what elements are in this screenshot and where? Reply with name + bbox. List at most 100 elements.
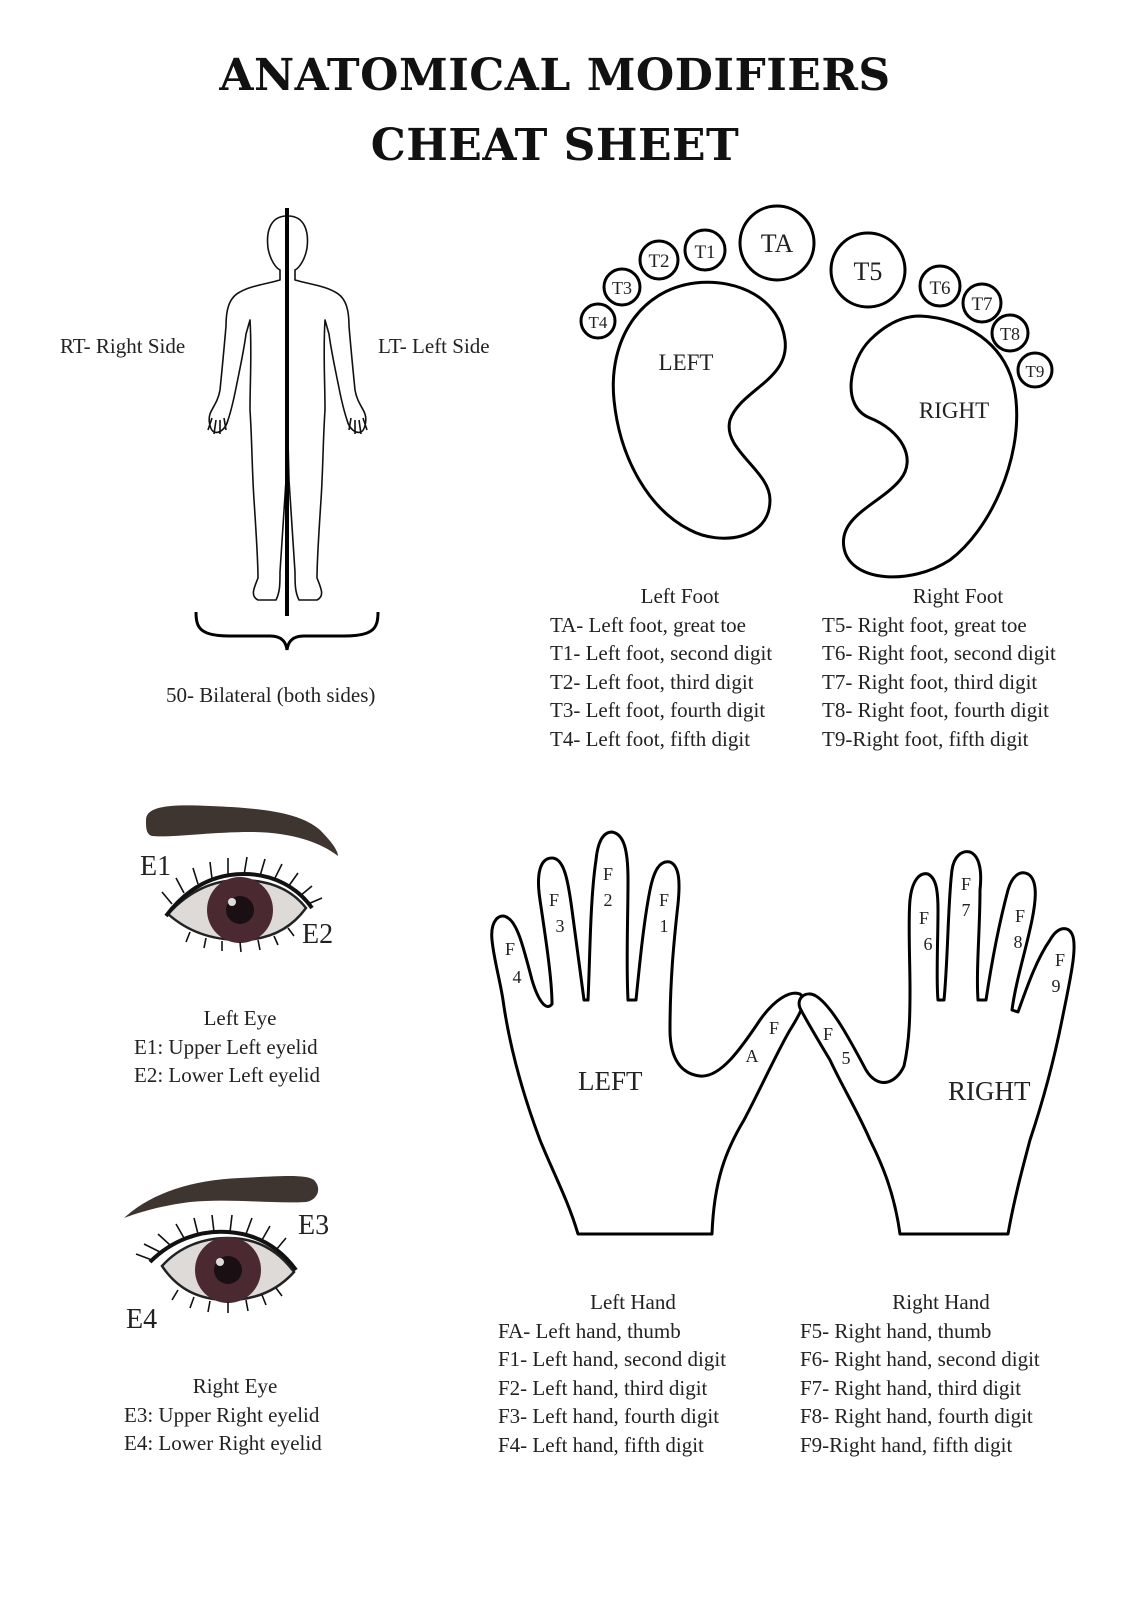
left-hand-legend-row: F1- Left hand, second digit (498, 1347, 727, 1371)
left-hand-legend: Left Hand FA- Left hand, thumb F1- Left … (498, 1288, 768, 1459)
right-foot-legend-row: T8- Right foot, fourth digit (822, 698, 1049, 722)
left-hand-label: LEFT (578, 1066, 643, 1096)
eye-label-e3: E3 (298, 1210, 329, 1241)
finger-fa-label-num: A (746, 1046, 759, 1066)
right-foot-label: RIGHT (919, 398, 989, 423)
right-eye-illustration (124, 1176, 319, 1313)
left-eye-legend-row: E2: Lower Left eyelid (134, 1063, 321, 1087)
finger-f2-label-num: 2 (604, 890, 613, 910)
left-foot-legend-row: T1- Left foot, second digit (550, 641, 773, 665)
left-hand (490, 830, 805, 1236)
toe-t2 (638, 239, 680, 281)
left-foot-legend-row: T2- Left foot, third digit (550, 669, 754, 694)
toe-t6 (918, 264, 962, 308)
page-title-line1: ANATOMICAL MODIFIERS (219, 50, 891, 101)
right-eye-legend-row: E4: Lower Right eyelid (124, 1431, 322, 1455)
hands-diagram (490, 830, 1076, 1236)
left-foot (611, 280, 787, 540)
left-foot-legend-heading: Left Foot (640, 584, 720, 608)
right-eye-legend-heading: Right Eye (192, 1374, 278, 1398)
right-foot-legend-row: T5- Right foot, great toe (822, 612, 1027, 637)
finger-f9-label-num: 9 (1052, 976, 1061, 996)
right-side-label: RT- Right Side (60, 334, 186, 358)
hands-labels: LEFT RIGHT F 4 F 3 F 2 F 1 F A F 5 F 6 F… (505, 864, 1065, 1106)
left-hand-legend-row: F4- Left hand, fifth digit (498, 1432, 704, 1457)
right-hand-legend-heading: Right Hand (892, 1290, 990, 1314)
eye-label-e2: E2 (302, 919, 333, 950)
finger-f8-label-top: F (1015, 906, 1025, 926)
toe-label-t6: T6 (929, 278, 950, 299)
left-foot-legend: Left Foot TA- Left foot, great toe T1- L… (550, 582, 810, 753)
toe-label-t4: T4 (589, 313, 608, 332)
finger-f5-label-top: F (823, 1024, 833, 1044)
page-title-line2: CHEAT SHEET (370, 120, 740, 171)
finger-f6-label-top: F (919, 908, 929, 928)
right-hand-legend-row: F8- Right hand, fourth digit (800, 1404, 1033, 1428)
eye-label-e4: E4 (126, 1304, 157, 1335)
right-foot-legend: Right Foot T5- Right foot, great toe T6-… (822, 582, 1094, 753)
right-eyebrow (124, 1176, 319, 1218)
toe-label-t5: T5 (854, 257, 883, 286)
left-hand-legend-row: FA- Left hand, thumb (498, 1318, 681, 1343)
toe-label-ta: TA (761, 229, 794, 258)
toe-t1 (683, 228, 727, 272)
finger-f2-label-top: F (603, 864, 613, 884)
feet-labels: LEFT RIGHT TA T1 T2 T3 T4 T5 T6 T7 T8 T9 (589, 229, 1045, 423)
finger-f8-label-num: 8 (1014, 932, 1023, 952)
right-foot-legend-row: T9-Right foot, fifth digit (822, 726, 1029, 751)
finger-fa-label-top: F (769, 1018, 779, 1038)
toe-t7 (961, 282, 1003, 324)
left-foot-legend-row: T4- Left foot, fifth digit (550, 726, 751, 751)
left-foot-legend-row: T3- Left foot, fourth digit (550, 698, 766, 722)
left-foot-label: LEFT (659, 350, 714, 375)
finger-f3-label-num: 3 (556, 916, 565, 936)
bilateral-brace (194, 611, 380, 651)
toe-label-t9: T9 (1026, 362, 1045, 381)
bilateral-label: 50- Bilateral (both sides) (166, 683, 376, 707)
toe-label-t3: T3 (612, 278, 632, 298)
finger-f1-label-top: F (659, 890, 669, 910)
right-foot (842, 314, 1019, 579)
toe-t3 (602, 267, 642, 307)
right-hand-legend: Right Hand F5- Right hand, thumb F6- Rig… (800, 1288, 1082, 1459)
right-foot-legend-row: T7- Right foot, third digit (822, 669, 1038, 694)
toe-label-t1: T1 (694, 242, 715, 263)
toe-t5 (829, 231, 907, 309)
right-hand-legend-row: F5- Right hand, thumb (800, 1318, 992, 1343)
finger-f4-label-num: 4 (513, 967, 522, 987)
right-foot-legend-heading: Right Foot (912, 584, 1004, 608)
right-hand (797, 850, 1076, 1236)
left-side-label: LT- Left Side (378, 334, 490, 358)
finger-f1-label-num: 1 (660, 916, 669, 936)
finger-f7-label-top: F (961, 874, 971, 894)
right-hand-legend-row: F7- Right hand, third digit (800, 1375, 1022, 1400)
right-hand-label: RIGHT (948, 1076, 1031, 1106)
finger-f7-label-num: 7 (962, 900, 971, 920)
toe-ta (738, 204, 816, 282)
left-eye-legend: Left Eye E1: Upper Left eyelid E2: Lower… (134, 1004, 346, 1090)
toe-t8 (990, 313, 1030, 353)
left-hand-legend-row: F2- Left hand, third digit (498, 1375, 708, 1400)
finger-f9-label-top: F (1055, 950, 1065, 970)
right-eye-legend-row: E3: Upper Right eyelid (124, 1402, 320, 1427)
eye-label-e1: E1 (140, 851, 171, 882)
right-foot-legend-row: T6- Right foot, second digit (822, 641, 1056, 665)
toe-t9 (1016, 351, 1054, 389)
toe-label-t2: T2 (648, 251, 669, 272)
left-eyebrow (146, 805, 338, 856)
left-eye-illustration (146, 805, 338, 953)
finger-f5-label-num: 5 (842, 1048, 851, 1068)
toe-t4 (579, 302, 617, 340)
right-eye-legend: Right Eye E3: Upper Right eyelid E4: Low… (124, 1372, 346, 1458)
finger-f6-label-num: 6 (924, 934, 933, 954)
left-hand-legend-row: F3- Left hand, fourth digit (498, 1404, 720, 1428)
left-foot-legend-row: TA- Left foot, great toe (550, 612, 746, 637)
toe-label-t7: T7 (971, 294, 992, 315)
human-body-figure (207, 215, 368, 601)
toe-label-t8: T8 (1000, 324, 1020, 344)
left-eye-legend-row: E1: Upper Left eyelid (134, 1034, 318, 1059)
right-hand-legend-row: F6- Right hand, second digit (800, 1347, 1040, 1371)
finger-f3-label-top: F (549, 890, 559, 910)
left-hand-legend-heading: Left Hand (590, 1290, 676, 1314)
